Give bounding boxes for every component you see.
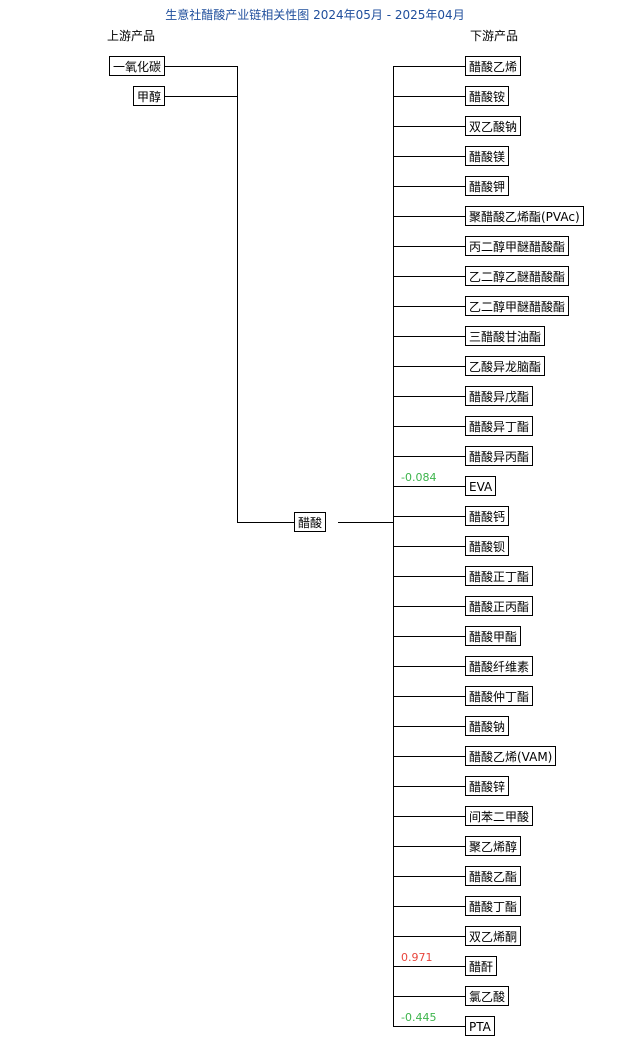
downstream-node: 醋酸钙 <box>465 506 510 526</box>
connector-line <box>393 636 465 637</box>
connector-line <box>393 996 465 997</box>
connector-line <box>165 66 237 67</box>
downstream-node: 醋酸异丙酯 <box>465 446 534 466</box>
connector-line <box>393 966 465 967</box>
connector-line <box>393 816 465 817</box>
downstream-node: 醋酸钠 <box>465 716 510 736</box>
correlation-label: -0.445 <box>401 1011 437 1024</box>
downstream-node: 醋酸异丁酯 <box>465 416 534 436</box>
connector-line <box>393 846 465 847</box>
connector-line <box>393 906 465 907</box>
downstream-node: 醋酸丁酯 <box>465 896 522 916</box>
downstream-node: 醋酸钾 <box>465 176 510 196</box>
downstream-node: 醋酸钡 <box>465 536 510 556</box>
connector-line <box>393 426 465 427</box>
connector-line <box>393 186 465 187</box>
downstream-node: 醋酸纤维素 <box>465 656 534 676</box>
downstream-header: 下游产品 <box>470 29 519 43</box>
connector-line <box>393 456 465 457</box>
downstream-node: 醋酸正丙酯 <box>465 596 534 616</box>
downstream-node: EVA <box>465 476 497 496</box>
connector-line <box>393 576 465 577</box>
connector-line <box>165 96 237 97</box>
connector-line <box>393 486 465 487</box>
downstream-node: 醋酸仲丁酯 <box>465 686 534 706</box>
downstream-node: 间苯二甲酸 <box>465 806 534 826</box>
downstream-node: 氯乙酸 <box>465 986 510 1006</box>
upstream-bus-line <box>237 66 238 523</box>
chart-title: 生意社醋酸产业链相关性图 2024年05月 - 2025年04月 <box>165 8 465 22</box>
downstream-node: 乙酸异龙脑酯 <box>465 356 546 376</box>
downstream-node: 醋酸异戊酯 <box>465 386 534 406</box>
upstream-header: 上游产品 <box>107 29 156 43</box>
connector-line <box>393 306 465 307</box>
connector-line <box>393 696 465 697</box>
downstream-node: 三醋酸甘油酯 <box>465 326 546 346</box>
connector-line <box>338 522 393 523</box>
upstream-node: 一氧化碳 <box>108 56 165 76</box>
connector-line <box>393 276 465 277</box>
connector-line <box>393 96 465 97</box>
connector-line <box>393 756 465 757</box>
downstream-node: 醋酸乙酯 <box>465 866 522 886</box>
correlation-label: 0.971 <box>401 951 433 964</box>
connector-line <box>393 666 465 667</box>
downstream-node: 聚醋酸乙烯酯(PVAc) <box>465 206 584 226</box>
center-node: 醋酸 <box>294 512 327 532</box>
downstream-node: PTA <box>465 1016 495 1036</box>
connector-line <box>393 66 465 67</box>
connector-line <box>393 1026 465 1027</box>
downstream-node: 醋酸乙烯(VAM) <box>465 746 557 766</box>
connector-line <box>393 786 465 787</box>
correlation-label: -0.084 <box>401 471 437 484</box>
downstream-node: 乙二醇乙醚醋酸酯 <box>465 266 570 286</box>
connector-line <box>393 516 465 517</box>
downstream-node: 醋酸甲酯 <box>465 626 522 646</box>
connector-line <box>393 606 465 607</box>
downstream-node: 乙二醇甲醚醋酸酯 <box>465 296 570 316</box>
downstream-node: 醋酐 <box>465 956 498 976</box>
downstream-node: 丙二醇甲醚醋酸酯 <box>465 236 570 256</box>
downstream-node: 醋酸铵 <box>465 86 510 106</box>
connector-line <box>393 126 465 127</box>
connector-line <box>393 726 465 727</box>
downstream-node: 双乙烯酮 <box>465 926 522 946</box>
downstream-node: 醋酸锌 <box>465 776 510 796</box>
connector-line <box>393 366 465 367</box>
connector-line <box>393 336 465 337</box>
downstream-node: 聚乙烯醇 <box>465 836 522 856</box>
upstream-node: 甲醇 <box>132 86 165 106</box>
connector-line <box>393 546 465 547</box>
connector-line <box>393 246 465 247</box>
connector-line <box>393 156 465 157</box>
connector-line <box>237 522 294 523</box>
downstream-node: 醋酸正丁酯 <box>465 566 534 586</box>
downstream-node: 醋酸镁 <box>465 146 510 166</box>
connector-line <box>393 216 465 217</box>
connector-line <box>393 876 465 877</box>
downstream-node: 醋酸乙烯 <box>465 56 522 76</box>
downstream-node: 双乙酸钠 <box>465 116 522 136</box>
connector-line <box>393 936 465 937</box>
connector-line <box>393 396 465 397</box>
